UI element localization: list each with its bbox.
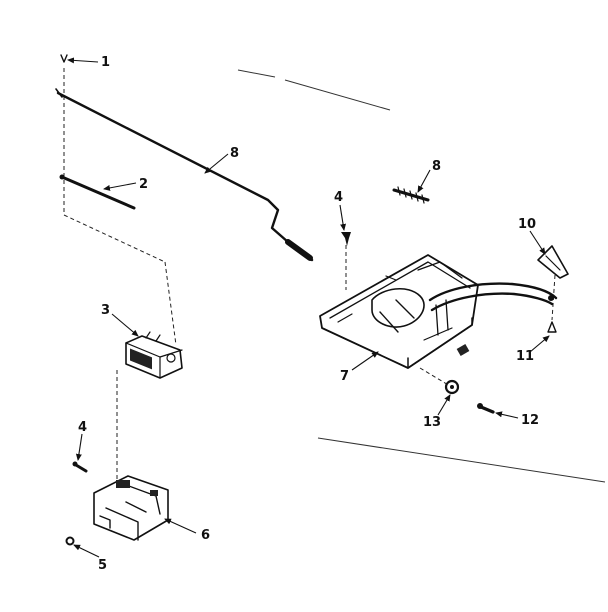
callout-4-left: 4 xyxy=(78,420,87,435)
callout-8-rod: 8 xyxy=(230,146,239,161)
callout-5: 5 xyxy=(98,558,107,573)
callout-7: 7 xyxy=(340,369,349,384)
part-12-screw xyxy=(477,403,495,414)
callout-13: 13 xyxy=(423,415,441,430)
callout-1: 1 xyxy=(101,55,110,70)
callout-2: 2 xyxy=(139,177,148,192)
callout-12: 12 xyxy=(521,413,539,428)
alignment-lines xyxy=(63,68,556,482)
part-5-nut xyxy=(65,536,75,546)
part-7-plate-assembly xyxy=(319,254,558,369)
part-9-spring xyxy=(392,186,430,204)
part-8-long-rod xyxy=(55,88,314,262)
part-4-screw-top xyxy=(341,232,351,246)
callout-labels: 1 2 8 8 4 10 3 11 7 13 12 4 6 5 xyxy=(78,55,539,573)
callout-10: 10 xyxy=(518,217,536,232)
callout-4-top: 4 xyxy=(334,190,343,205)
part-13-washer xyxy=(444,379,460,395)
part-4-screw-left xyxy=(72,461,88,473)
callout-11: 11 xyxy=(516,349,534,364)
background-lines xyxy=(237,69,606,483)
part-2-short-rod xyxy=(59,174,136,210)
callout-3: 3 xyxy=(101,303,110,318)
callout-8-spring: 8 xyxy=(432,159,441,174)
part-6-bracket xyxy=(93,475,169,541)
part-10-cover xyxy=(537,245,569,279)
leader-lines xyxy=(67,57,550,558)
part-3-switch xyxy=(125,331,183,379)
part-11-grommet xyxy=(547,321,557,333)
callout-6: 6 xyxy=(201,528,210,543)
part-1-clip xyxy=(60,54,68,63)
